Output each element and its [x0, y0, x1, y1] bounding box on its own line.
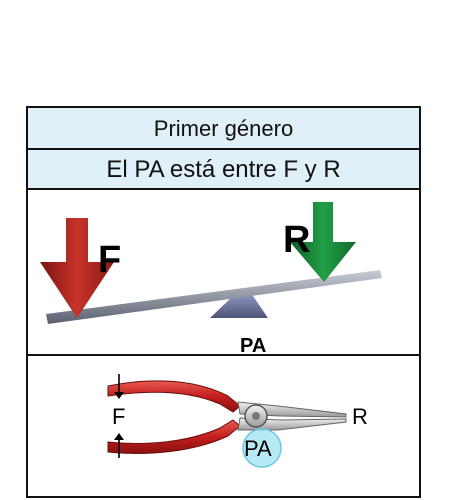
lever-resistance-label: R — [283, 219, 310, 261]
pliers-force-label: F — [112, 404, 125, 429]
fulcrum-wedge — [210, 296, 268, 318]
lever-fulcrum-label: PA — [240, 335, 266, 354]
fulcrum-circle — [242, 428, 282, 468]
card-title: Primer género — [28, 108, 419, 150]
lever-illustration: F R PA — [28, 190, 419, 356]
pliers-svg: F R PA — [107, 374, 368, 468]
resistance-arrow — [290, 202, 356, 282]
upper-handle — [107, 380, 241, 413]
force-down-arrowhead — [114, 392, 124, 399]
pliers-resistance-label: R — [352, 404, 368, 429]
pliers-fulcrum-label: PA — [244, 436, 272, 461]
pliers-illustration: F R PA — [28, 356, 419, 498]
force-arrow — [40, 218, 114, 318]
card-subtitle: El PA está entre F y R — [28, 150, 419, 190]
lower-handle — [107, 419, 241, 454]
lever-svg: F R PA — [40, 202, 382, 354]
pivot-rivet — [252, 412, 260, 420]
lever-card: Primer género El PA está entre F y R — [26, 106, 421, 498]
lever-force-label: F — [98, 239, 121, 281]
force-up-arrowhead — [114, 433, 124, 440]
lever-beam — [46, 270, 382, 324]
